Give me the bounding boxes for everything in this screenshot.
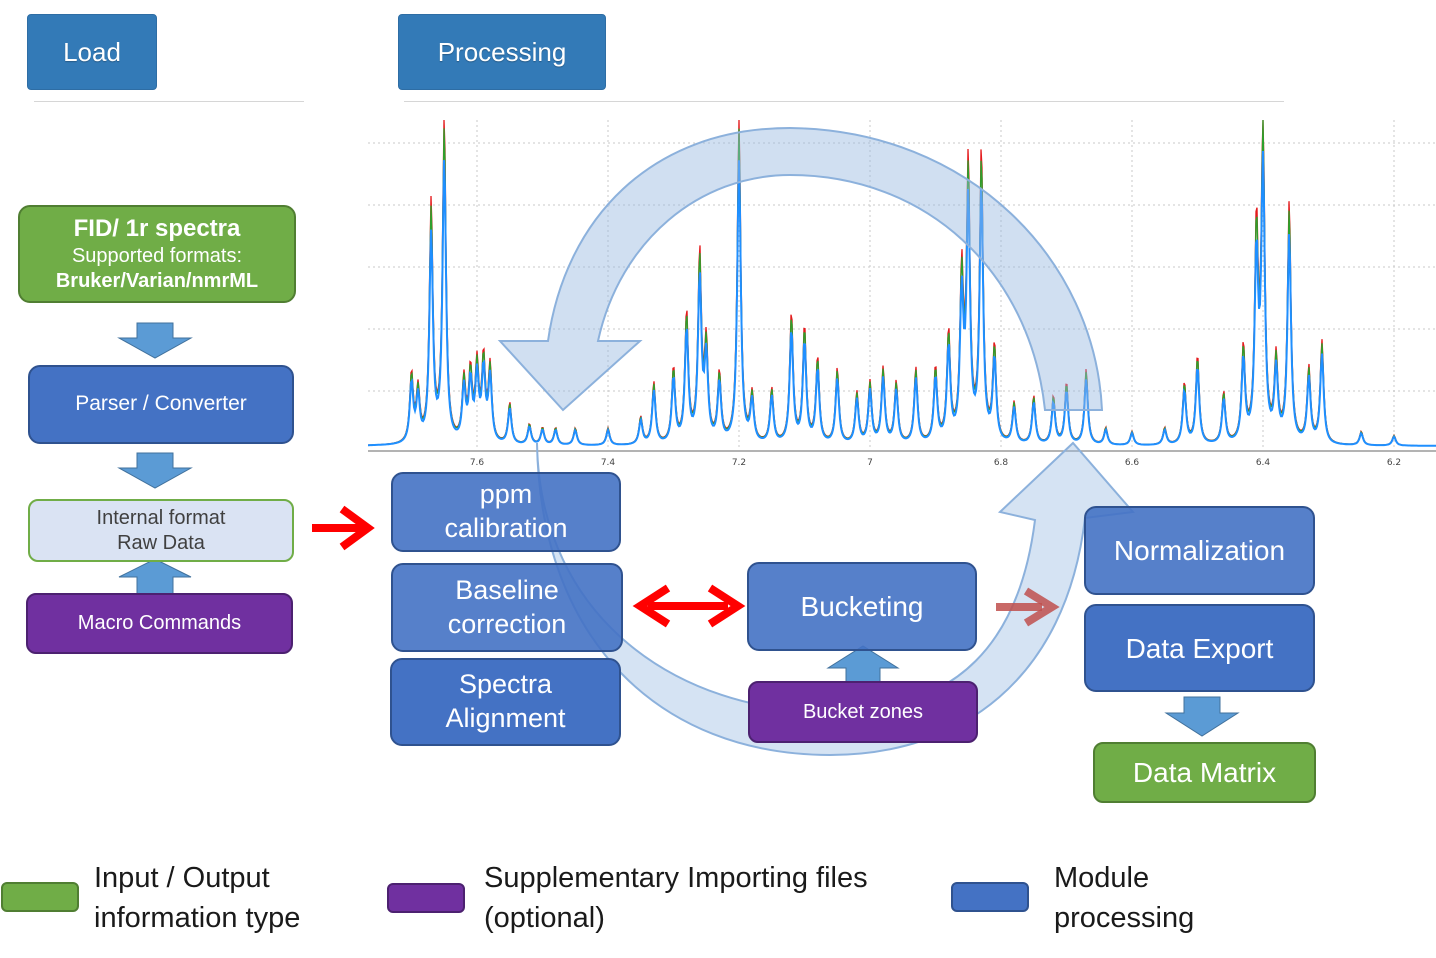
x-tick-label: 7.2: [732, 458, 746, 468]
right-arrow-icon: [312, 505, 375, 551]
normalization-box[interactable]: Normalization: [1084, 506, 1315, 595]
down-arrow-icon: [1164, 696, 1240, 737]
macro-commands-box[interactable]: Macro Commands: [26, 593, 293, 654]
data-matrix-box: Data Matrix: [1093, 742, 1316, 803]
down-arrow-icon: [117, 322, 193, 359]
x-tick-label: 7.4: [601, 458, 616, 468]
tab-load[interactable]: Load: [27, 14, 157, 90]
normalization-label: Normalization: [1113, 535, 1286, 566]
bucket-zones-label: Bucket zones: [802, 700, 924, 723]
alignment-label: Alignment: [445, 703, 566, 733]
right-arrow-icon: [996, 587, 1060, 627]
input-spectra-box: FID/ 1r spectra Supported formats: Bruke…: [18, 205, 296, 303]
baseline-label: Baseline: [455, 574, 559, 605]
spectra-label: Spectra: [458, 669, 553, 700]
cycle-arrow-top-icon: [497, 126, 1104, 412]
up-arrow-icon: [118, 558, 192, 598]
spectrum-x-axis: 7.6 7.4 7.2 7 6.8 6.6 6.4 6.2: [470, 458, 1401, 468]
parser-converter-box[interactable]: Parser / Converter: [28, 365, 294, 444]
legend-swatch-input-output: [1, 882, 79, 912]
bucketing-box[interactable]: Bucketing: [747, 562, 977, 651]
legend-label-supplementary: Supplementary Importing files(optional): [484, 862, 868, 934]
x-tick-label: 7: [867, 458, 873, 468]
data-matrix-label: Data Matrix: [1132, 757, 1277, 788]
spectrum-series-line: [368, 150, 1436, 447]
processing-divider: [404, 101, 1284, 102]
spectrum-traces: [368, 119, 1436, 447]
load-divider: [34, 101, 304, 102]
tab-processing[interactable]: Processing: [398, 14, 606, 90]
ppm-calibration-box[interactable]: ppm calibration: [391, 472, 621, 552]
x-tick-label: 6.2: [1387, 458, 1401, 468]
calibration-label: calibration: [444, 513, 568, 543]
data-export-box[interactable]: Data Export: [1084, 604, 1315, 692]
internal-format-box: Internal format Raw Data: [28, 499, 294, 562]
x-tick-label: 7.6: [470, 458, 485, 468]
x-tick-label: 6.8: [994, 458, 1009, 468]
bucketing-label: Bucketing: [800, 591, 924, 622]
input-title: FID/ 1r spectra: [73, 215, 241, 242]
raw-data-label: Raw Data: [117, 531, 205, 554]
legend-swatch-module: [951, 882, 1029, 912]
input-formats-value: Bruker/Varian/nmrML: [55, 270, 259, 292]
macro-commands-label: Macro Commands: [77, 612, 242, 634]
x-tick-label: 6.4: [1256, 458, 1271, 468]
internal-format-label: Internal format: [96, 506, 226, 529]
parser-label: Parser / Converter: [75, 392, 247, 416]
up-arrow-icon: [826, 645, 900, 687]
input-formats-label: Supported formats:: [71, 245, 243, 267]
down-arrow-icon: [117, 452, 193, 489]
correction-label: correction: [447, 608, 567, 639]
data-export-label: Data Export: [1125, 632, 1274, 664]
x-tick-label: 6.6: [1125, 458, 1140, 468]
double-arrow-icon: [632, 584, 746, 628]
legend-swatch-supplementary: [387, 883, 465, 913]
ppm-label: ppm: [479, 479, 533, 510]
spectra-alignment-box[interactable]: Spectra Alignment: [390, 658, 621, 746]
bucket-zones-box[interactable]: Bucket zones: [748, 681, 978, 743]
baseline-correction-box[interactable]: Baseline correction: [391, 563, 623, 652]
